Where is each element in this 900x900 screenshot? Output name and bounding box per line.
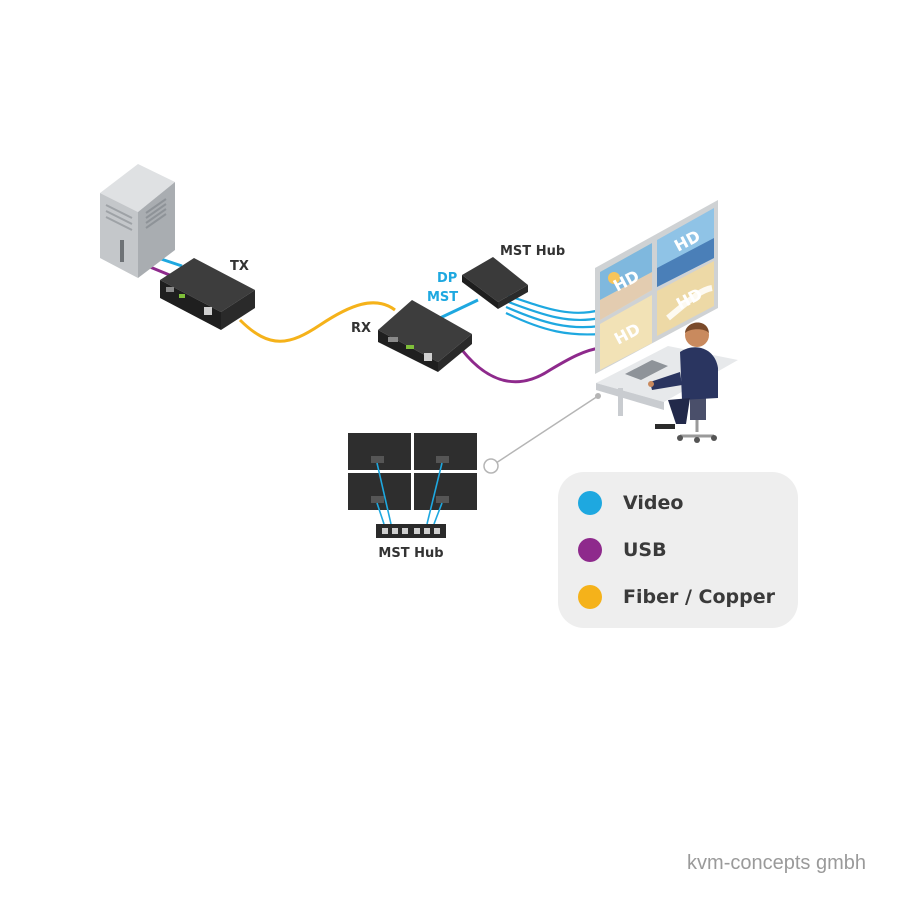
mst-hub-label-bottom: MST Hub xyxy=(378,546,443,561)
legend-label-fiber-copper: Fiber / Copper xyxy=(623,586,775,608)
schematic-monitor-2 xyxy=(414,433,477,470)
mst-label: MST xyxy=(427,290,458,305)
legend-item-video: Video xyxy=(578,488,683,518)
dp-mst-cable xyxy=(439,298,479,320)
legend-item-fiber-copper: Fiber / Copper xyxy=(578,582,775,612)
legend-label-usb: USB xyxy=(623,539,667,561)
callout-line xyxy=(492,395,599,466)
usb-cable-rx xyxy=(460,346,601,384)
dp-label: DP xyxy=(437,271,457,286)
legend-label-video: Video xyxy=(623,492,684,514)
legend-dot-video xyxy=(578,491,602,515)
video-wall: HD HD HD HD xyxy=(595,200,718,374)
computer-tower-icon xyxy=(100,164,175,278)
fiber-cable xyxy=(238,301,396,343)
schematic-mst-hub xyxy=(376,524,446,538)
hub-video-cables xyxy=(505,293,601,336)
mst-hub-label-top: MST Hub xyxy=(500,244,565,259)
legend-panel: Video USB Fiber / Copper xyxy=(558,472,798,628)
schematic-monitor-4 xyxy=(414,473,477,510)
callout-end xyxy=(483,458,499,474)
legend-dot-usb xyxy=(578,538,602,562)
brand-text: kvm-concepts gmbh xyxy=(687,852,866,874)
rx-extender-device xyxy=(378,300,472,372)
tx-extender-device xyxy=(160,258,255,330)
schematic-monitor-1 xyxy=(348,433,411,470)
legend-dot-fiber-copper xyxy=(578,585,602,609)
legend-item-usb: USB xyxy=(578,535,667,565)
usb-cable-tx xyxy=(149,265,173,278)
video-wall-schematic xyxy=(348,433,477,538)
rx-label: RX xyxy=(351,321,371,336)
tx-label: TX xyxy=(230,259,249,274)
callout-start xyxy=(595,393,601,399)
schematic-monitor-3 xyxy=(348,473,411,510)
desk-with-user xyxy=(596,322,738,443)
mst-hub-device-top xyxy=(462,257,528,309)
screen-bottom-left xyxy=(600,295,652,370)
